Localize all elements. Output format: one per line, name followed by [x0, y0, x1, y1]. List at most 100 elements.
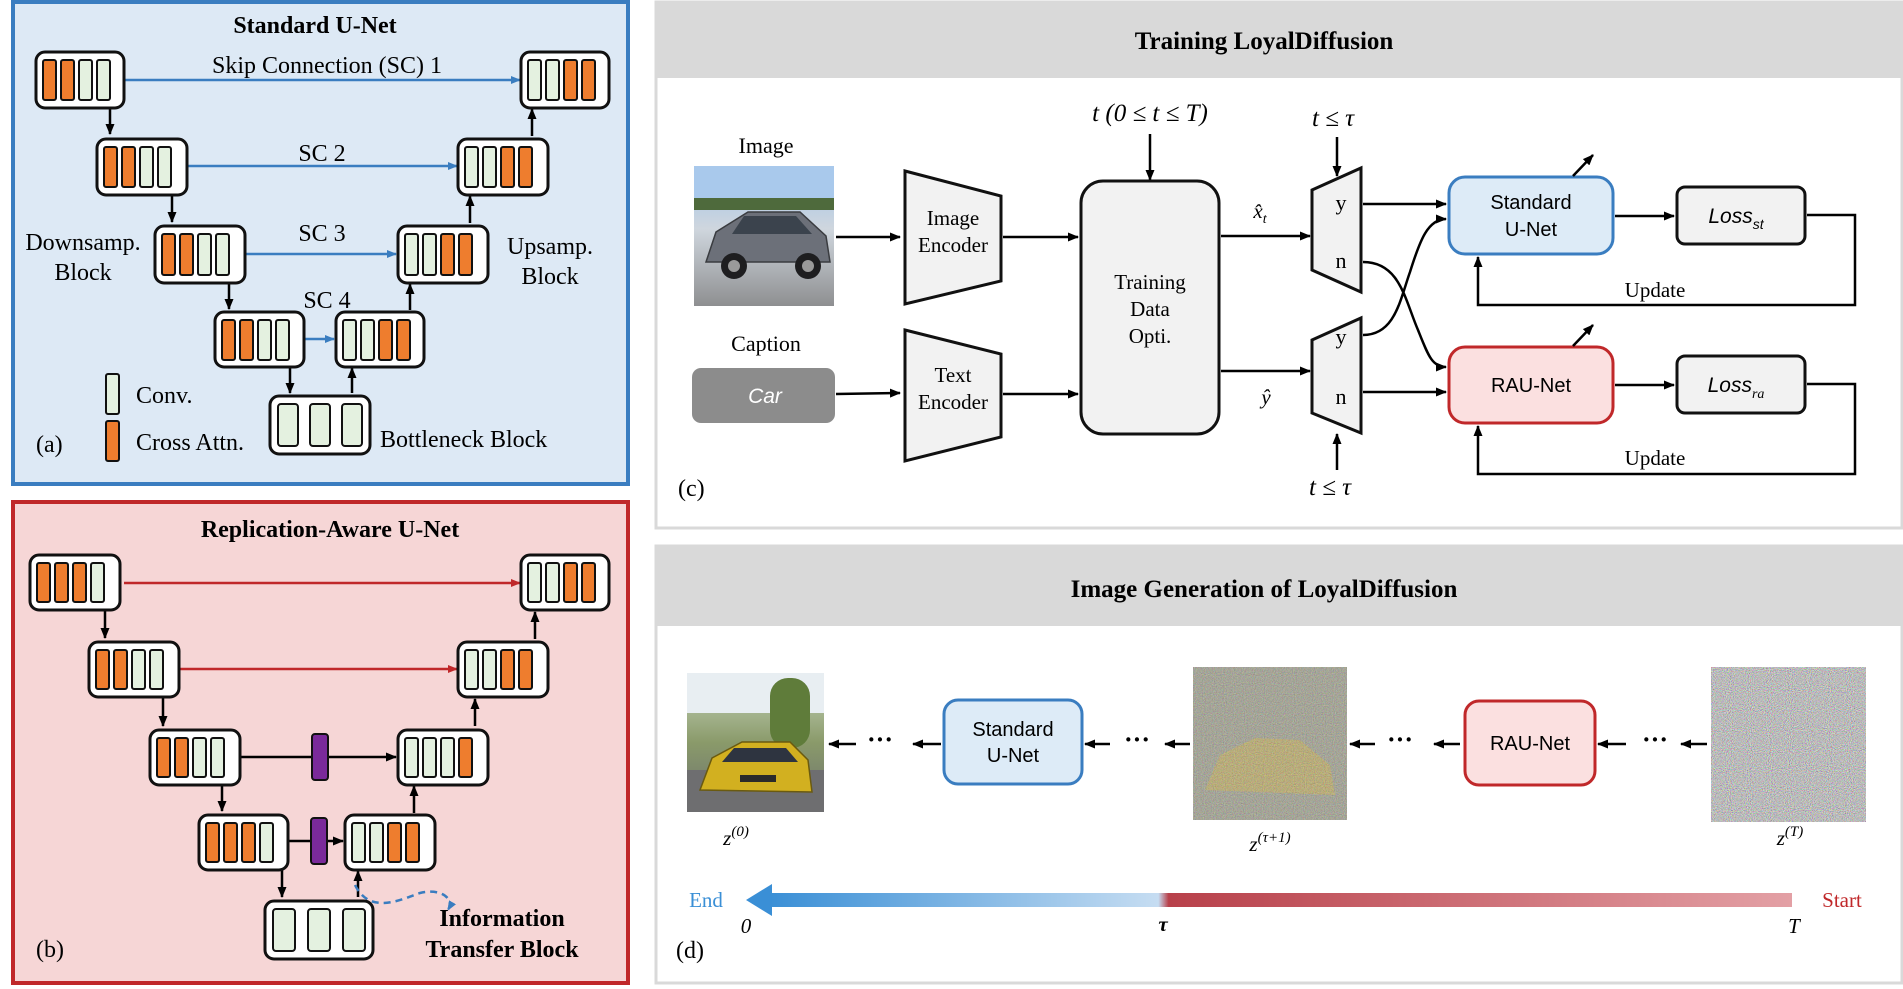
std-unet-line1: Standard [1490, 192, 1571, 214]
loss-st-word: Loss [1708, 205, 1753, 228]
sc2-label: SC 2 [298, 141, 345, 167]
rau-up-block-4 [343, 813, 437, 872]
info-transfer-block-4 [310, 817, 328, 865]
itb-dashed-arrow [353, 884, 456, 911]
training-data-opti-box [1079, 179, 1221, 436]
panel-d: Image Generation of LoyalDiffusion z(0) … [654, 544, 1903, 985]
loss-ra-box [1675, 354, 1807, 415]
panel-a-tag: (a) [36, 432, 63, 458]
sc1-label: Skip Connection (SC) 1 [212, 53, 442, 79]
update-loop-std [1473, 213, 1857, 307]
image-encoder-line2: Encoder [918, 233, 988, 257]
down-block-3 [153, 224, 247, 285]
switch-bottom [1310, 315, 1363, 436]
switch-bottom-y: y [1336, 324, 1347, 349]
update-label-rau: Update [1625, 446, 1686, 470]
std-unet-line2: U-Net [1505, 219, 1558, 241]
up-block-2 [456, 137, 550, 197]
loss-st-label: Lossst [1708, 205, 1764, 232]
time-arrowhead [746, 884, 772, 916]
xhat-symbol: x̂ [1252, 199, 1263, 223]
switch-top-y: y [1336, 190, 1347, 215]
y-to-std-cross-arrow [1362, 214, 1447, 337]
cond-bottom-label: t ≤ τ [1309, 474, 1352, 501]
down-block-2 [95, 137, 189, 197]
gen-std-unet-line1: Standard [972, 719, 1053, 741]
opt-line1: Training [1114, 270, 1186, 294]
dots-3: ··· [1387, 725, 1413, 754]
itb-label-line1: Information [439, 906, 564, 932]
zT-label: z(T) [1776, 824, 1804, 850]
gen-rau-net-label: RAU-Net [1490, 733, 1570, 755]
std-unet-trainable-arrow [1572, 154, 1594, 177]
down-block-4 [213, 310, 306, 369]
ztau-sup: (τ+1) [1258, 830, 1291, 846]
caption-box [692, 368, 835, 423]
sc4-label: SC 4 [303, 288, 350, 314]
sc3-label: SC 3 [298, 221, 345, 247]
generated-image-z0 [687, 673, 824, 812]
dots-4: ··· [1642, 725, 1668, 754]
rau-net-label: RAU-Net [1491, 375, 1571, 397]
info-transfer-block-3 [311, 733, 329, 781]
up-block-4 [334, 310, 426, 369]
caption-to-encoder-arrow [835, 388, 901, 398]
input-car-image [694, 166, 834, 306]
std-unet-box [1447, 175, 1615, 256]
pure-noise-image-zT [1711, 667, 1866, 822]
end-label: End [689, 888, 723, 912]
rau-bottleneck-block [263, 899, 375, 961]
panel-c-frame [654, 0, 1903, 530]
t-range-label: t (0 ≤ t ≤ T) [1092, 100, 1208, 127]
xhat-subscript: t [1263, 212, 1268, 227]
rau-down-block-4 [197, 813, 290, 872]
opt-line2: Data [1130, 297, 1170, 321]
rau-down-block-3 [148, 728, 242, 787]
ztau-symbol: z [1248, 832, 1257, 856]
loss-ra-word: Loss [1708, 374, 1753, 397]
panel-d-tag: (d) [676, 938, 704, 964]
loss-st-sub: st [1753, 216, 1765, 232]
panel-a-title: Standard U-Net [233, 13, 396, 39]
dots-2: ··· [1124, 725, 1150, 754]
z0-label: z(0) [722, 824, 749, 850]
panel-d-title: Image Generation of LoyalDiffusion [1071, 576, 1458, 603]
image-encoder [903, 169, 1003, 306]
xhat-label: x̂t [1252, 199, 1267, 227]
tick-T: T [1788, 914, 1801, 938]
zT-sup: (T) [1785, 824, 1803, 840]
downsamp-label-line1: Downsamp. [25, 230, 140, 256]
loss-st-box [1675, 185, 1807, 246]
panel-c-tag: (c) [678, 476, 705, 502]
switch-top [1310, 165, 1363, 295]
text-encoder-line2: Encoder [918, 390, 988, 414]
n-to-rau-arrow [1362, 260, 1447, 372]
panel-d-header [656, 546, 1902, 626]
z0-symbol: z [722, 826, 731, 850]
yhat-label: ŷ [1259, 385, 1271, 409]
panel-b-title: Replication-Aware U-Net [201, 517, 459, 543]
text-encoder [903, 328, 1003, 463]
panel-b: Replication-Aware U-Net [11, 500, 630, 985]
upsamp-label-line1: Upsamp. [507, 234, 593, 260]
legend-conv-swatch [105, 373, 120, 415]
switch-bottom-n: n [1336, 384, 1347, 409]
panel-a: Standard U-Net Skip Connection (SC) 1 SC… [11, 0, 630, 486]
downsamp-label-line2: Block [54, 260, 111, 286]
loss-ra-label: Lossra [1708, 374, 1765, 402]
rau-up-block-3 [396, 728, 490, 787]
panel-c: Training LoyalDiffusion Image Caption Ca… [654, 0, 1903, 530]
rau-net-box [1447, 345, 1615, 425]
noisy-image-ztau [1193, 667, 1347, 820]
rau-up-block-1 [519, 553, 611, 612]
rau-net-trainable-arrow [1572, 324, 1594, 347]
itb-label-line2: Transfer Block [425, 937, 579, 963]
caption-value: Car [748, 385, 783, 408]
rau-down-block-1 [28, 553, 122, 612]
gen-std-unet-box [942, 698, 1084, 786]
legend-attn-label: Cross Attn. [136, 430, 244, 456]
opt-line3: Opti. [1129, 324, 1172, 348]
panel-c-header [656, 2, 1902, 78]
zT-symbol: z [1776, 826, 1785, 850]
rau-up-block-2 [456, 640, 550, 699]
